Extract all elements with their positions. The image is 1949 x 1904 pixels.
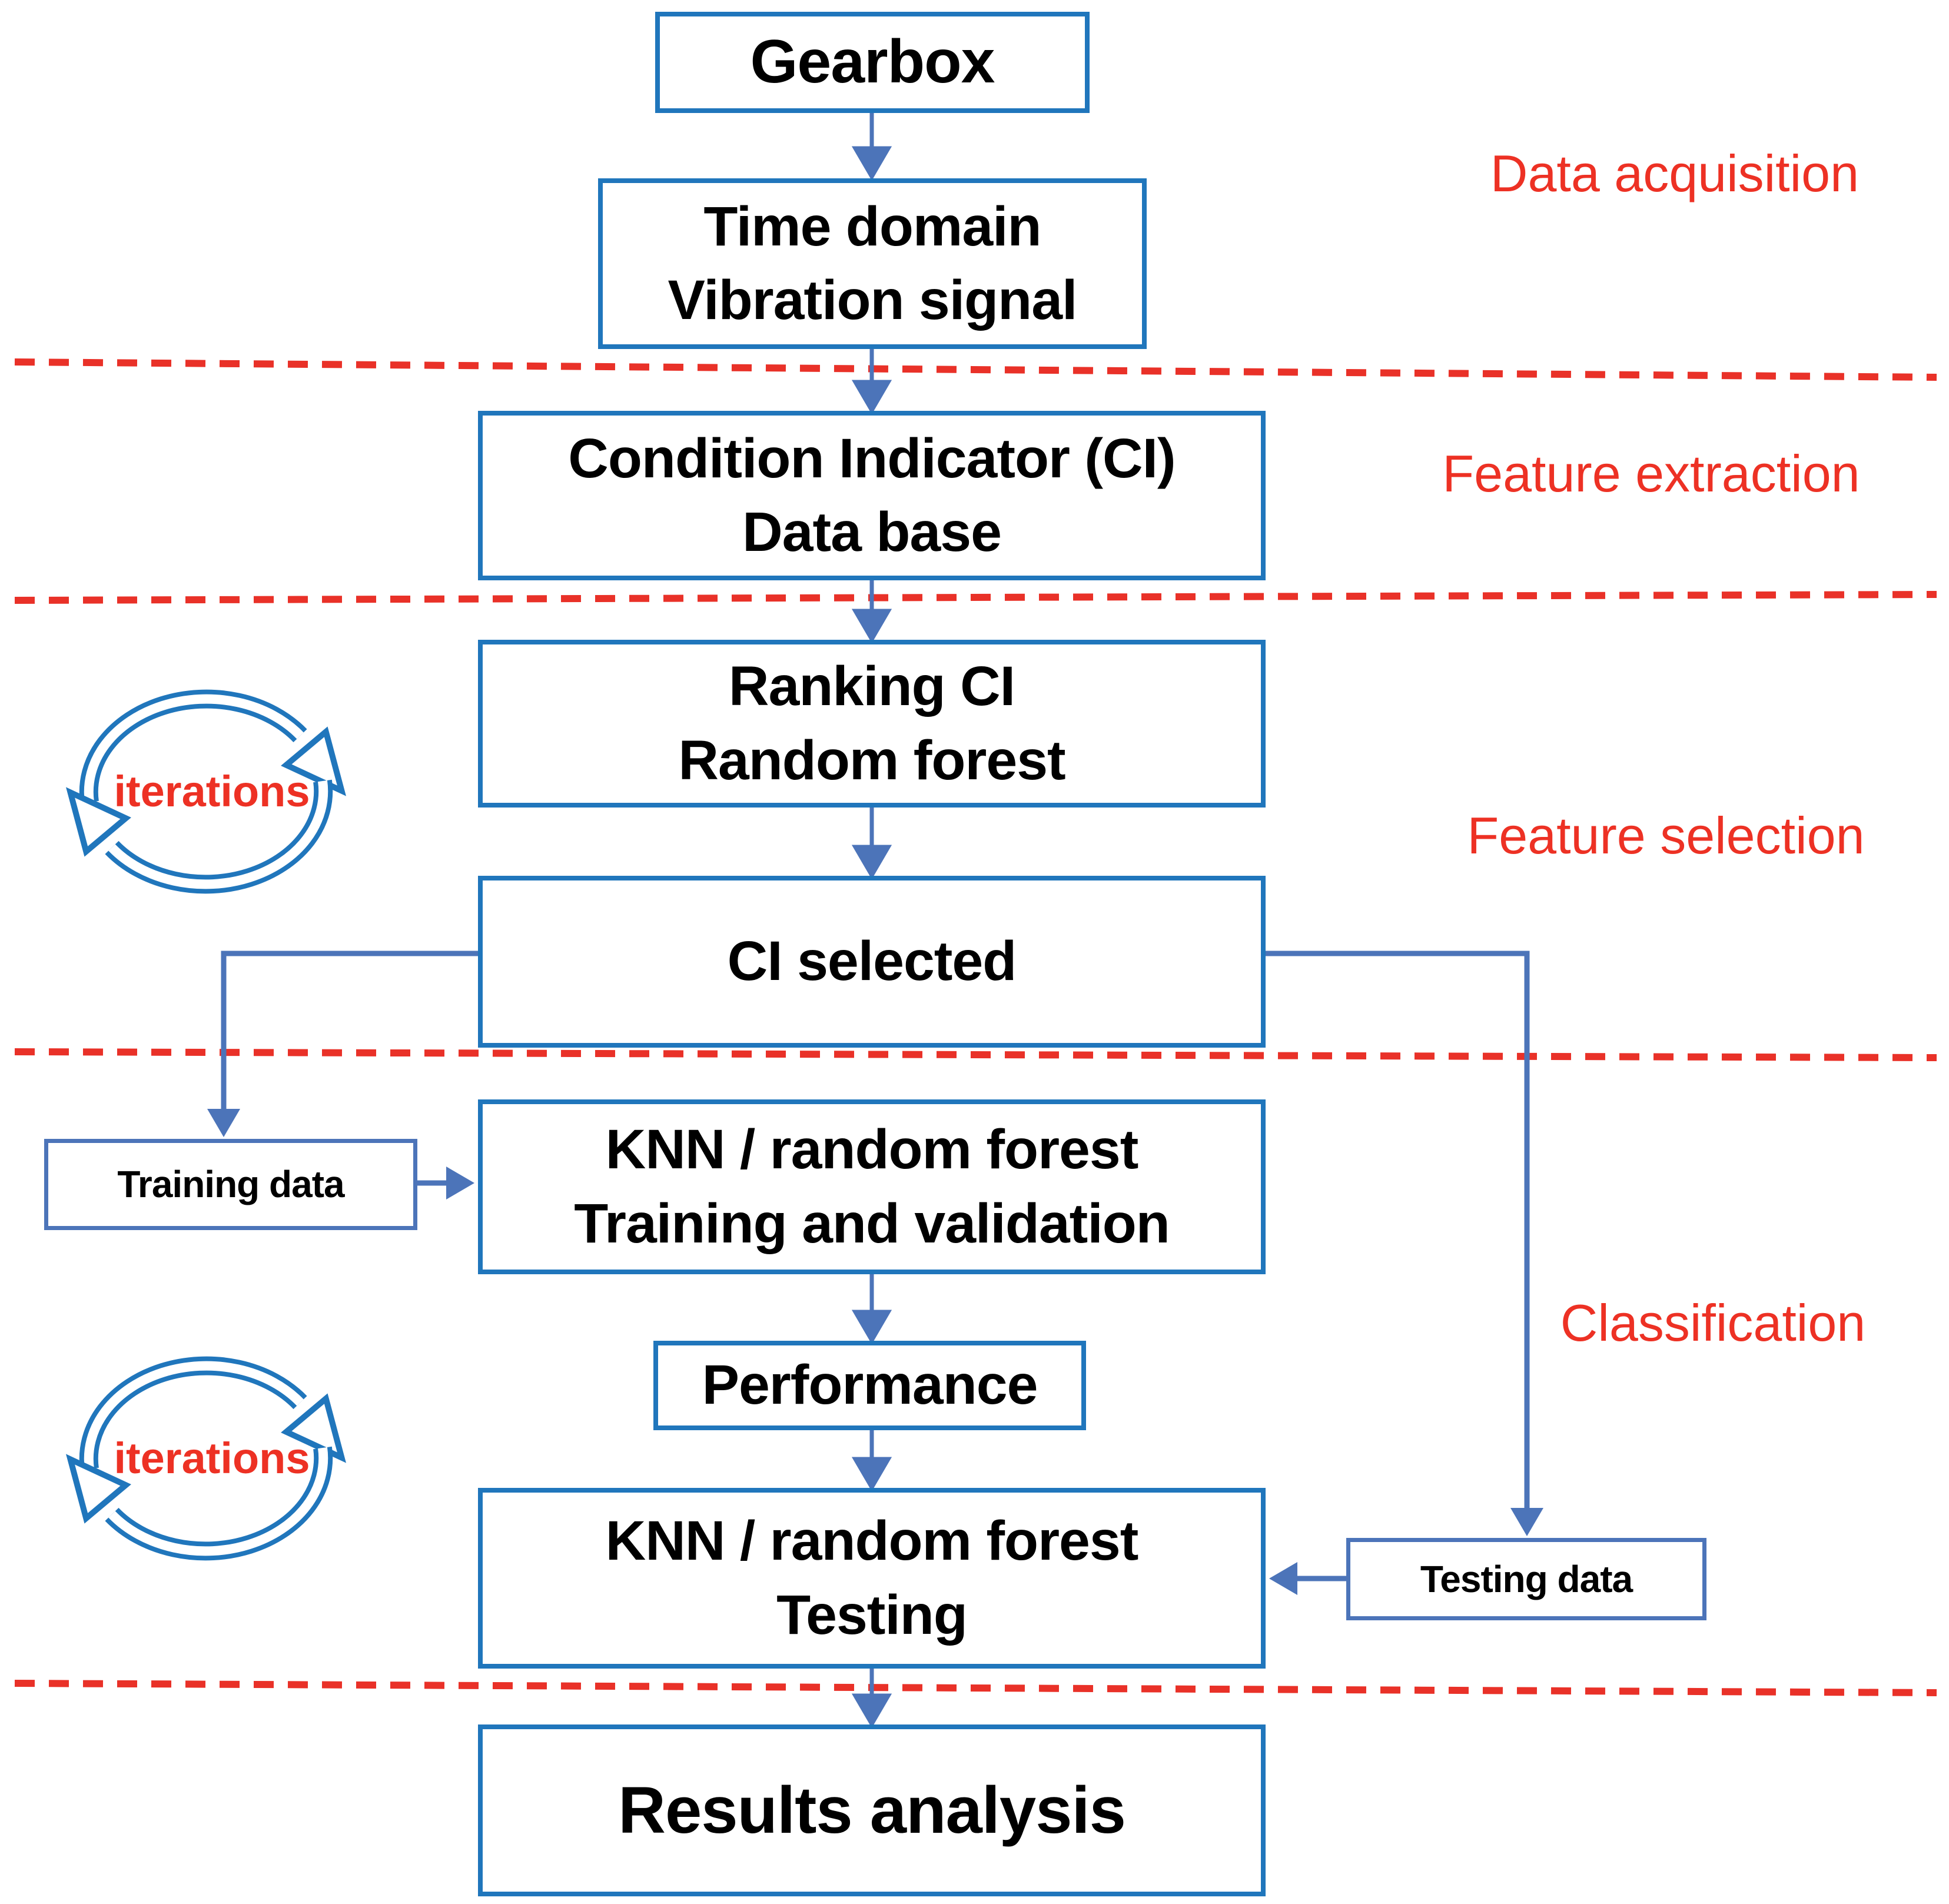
node-label-line2: Testing (776, 1583, 968, 1646)
node-label-line2: Random forest (678, 729, 1065, 792)
branch-left-line (221, 951, 478, 1114)
dashed-separator-3 (14, 1048, 1937, 1061)
node-label: Performance (702, 1354, 1038, 1417)
arrowhead-gearbox-timedomain (851, 146, 892, 181)
node-label-line2: Vibration signal (668, 269, 1078, 331)
connector-trainingdata-knntraining (417, 1167, 474, 1199)
iteration-label-bottom: iterations (114, 1434, 310, 1483)
node-label-line2: Data base (742, 501, 1002, 563)
branch-right-line (1266, 951, 1530, 1513)
dashed-separator-1 (14, 358, 1937, 381)
node-performance: Performance (653, 1341, 1086, 1430)
cycle-top-arc-inner (84, 1361, 304, 1470)
arrowhead-ranking-ciselected (851, 845, 892, 879)
node-label: CI selected (727, 930, 1017, 993)
cycle-top-arc-inner (84, 694, 304, 803)
branch-ciselected-testingdata (1266, 951, 1543, 1536)
node-label: Training data (117, 1163, 344, 1206)
dashed-separator-4 (14, 1680, 1937, 1696)
cycle-arrowhead-left (65, 1454, 131, 1524)
arrowhead-performance-knntesting (851, 1457, 892, 1491)
node-ci-database: Condition Indicator (CI) Data base (478, 411, 1266, 580)
cycle-arrowhead-right (281, 1393, 347, 1463)
cycle-arrowhead-right (281, 726, 347, 796)
node-time-domain: Time domain Vibration signal (598, 178, 1147, 349)
node-knn-testing: KNN / random forest Testing (478, 1488, 1266, 1669)
node-label-line1: KNN / random forest (605, 1118, 1139, 1181)
arrowhead-knntraining (446, 1167, 474, 1199)
stage-label-feature-selection: Feature selection (1467, 806, 1865, 865)
node-results-analysis: Results analysis (478, 1724, 1266, 1896)
iteration-label-top: iterations (114, 767, 310, 816)
node-label-line2: Training and validation (574, 1192, 1170, 1255)
node-ranking-ci: Ranking CI Random forest (478, 640, 1266, 808)
cycle-bottom-arc-inner (108, 780, 328, 889)
node-label: Testing data (1420, 1557, 1633, 1600)
node-training-data: Training data (44, 1139, 417, 1230)
node-gearbox: Gearbox (655, 12, 1090, 113)
node-label-line1: Ranking CI (728, 655, 1015, 718)
arrowhead-knntesting-results (851, 1693, 892, 1728)
node-label-line1: Condition Indicator (CI) (568, 427, 1176, 490)
arrowhead-testingdata (1510, 1508, 1543, 1536)
iteration-cycle-icon-bottom (65, 1356, 347, 1561)
arrowhead-timedomain-cidb (851, 380, 892, 414)
arrowhead-knntraining-performance (851, 1310, 892, 1344)
arrowhead-knntesting (1269, 1562, 1297, 1595)
node-label: Results analysis (618, 1773, 1126, 1847)
iteration-cycle-icon-top (65, 689, 347, 894)
cycle-bottom-arc-inner (108, 1447, 328, 1556)
node-knn-training: KNN / random forest Training and validat… (478, 1099, 1266, 1274)
node-label-line1: Time domain (703, 195, 1041, 258)
connector-testingdata-knntesting (1269, 1562, 1346, 1595)
node-testing-data: Testing data (1346, 1538, 1706, 1620)
stage-label-data-acquisition: Data acquisition (1490, 144, 1860, 202)
arrowhead-trainingdata (207, 1109, 240, 1137)
arrowhead-cidb-ranking (851, 609, 892, 643)
node-label: Gearbox (750, 28, 995, 97)
node-label-line1: KNN / random forest (605, 1510, 1139, 1573)
stage-label-classification: Classification (1560, 1294, 1866, 1352)
cycle-arrowhead-left (65, 787, 131, 857)
node-ci-selected: CI selected (478, 876, 1266, 1048)
stage-label-feature-extraction: Feature extraction (1442, 444, 1860, 503)
dashed-separator-2 (14, 591, 1937, 604)
branch-ciselected-trainingdata (207, 951, 478, 1137)
